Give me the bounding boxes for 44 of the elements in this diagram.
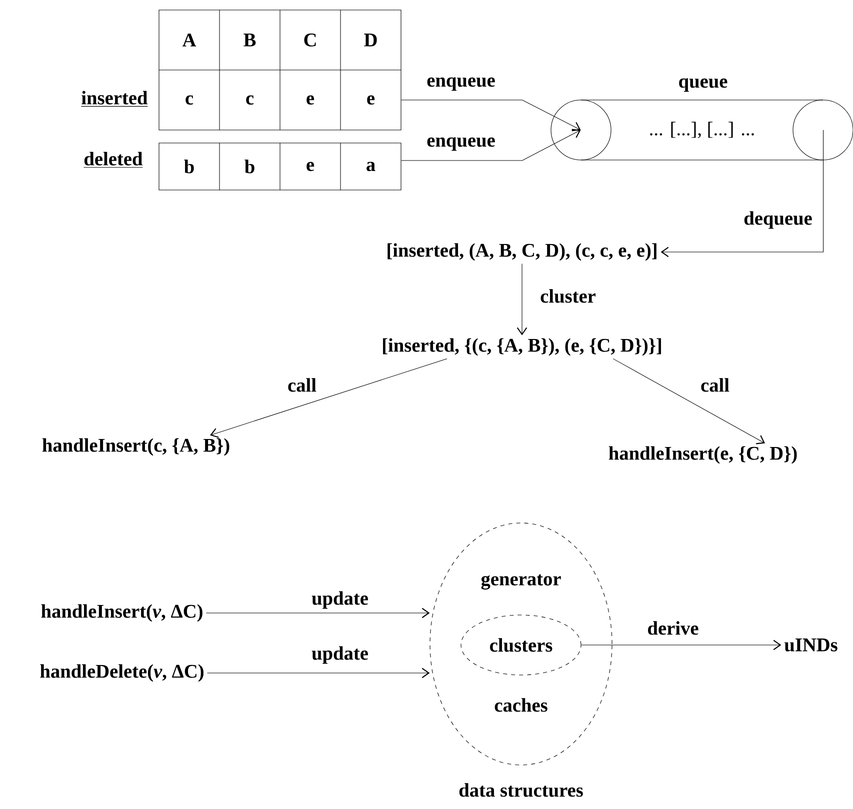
cell-text: A [182,34,196,46]
function-text: uINDs [784,638,838,652]
cell-text: e [306,162,314,172]
function-text: handleInsert(e, {C, D}) [608,446,797,464]
edge-label: update [310,590,370,610]
arrow [401,128,581,161]
cell-text: e [306,95,314,105]
queue-contents: ... [...], [...] ... [650,122,754,138]
cell-text: c [186,95,194,105]
row-heading: deleted [83,152,143,168]
cell-text: D [364,34,377,46]
arrow [660,130,824,258]
cell-text: C [304,34,316,46]
arrow [516,263,528,336]
cell-text: a [366,162,376,172]
arrow [401,100,581,132]
cell-text: b [184,160,194,174]
edge-label: derive [646,620,700,636]
edge-label: call [699,376,731,394]
edge-label: call [286,376,318,394]
arrow [612,358,765,444]
edge-label: update [310,644,370,666]
edge-label: enqueue [425,76,497,92]
arrow [206,608,430,618]
row-heading: inserted [80,90,148,107]
edge-label: enqueue [425,136,497,152]
cell-text: b [244,160,254,174]
cell-text: c [246,95,254,105]
cell-text: B [244,34,256,46]
arrow [206,668,430,678]
function-text: handleInsert(c, {A, B}) [42,438,230,456]
function-text: [inserted, (A, B, C, D), (c, c, e, e)] [388,243,656,261]
group-label: generator [481,574,561,590]
function-text: [inserted, {(c, {A, B}), (e, {C, D})}] [383,338,661,356]
function-text: handleDelete(v, ΔC) [40,664,204,682]
group-label: data structures [459,783,583,797]
function-text: handleInsert(v, ΔC) [41,604,202,622]
queue-label: queue [679,78,728,92]
arrow [210,358,448,438]
cell-text: e [367,95,375,105]
arrow [581,640,782,650]
edge-label: cluster [538,288,598,304]
edge-label: dequeue [742,210,814,230]
group-label: caches [494,698,548,712]
